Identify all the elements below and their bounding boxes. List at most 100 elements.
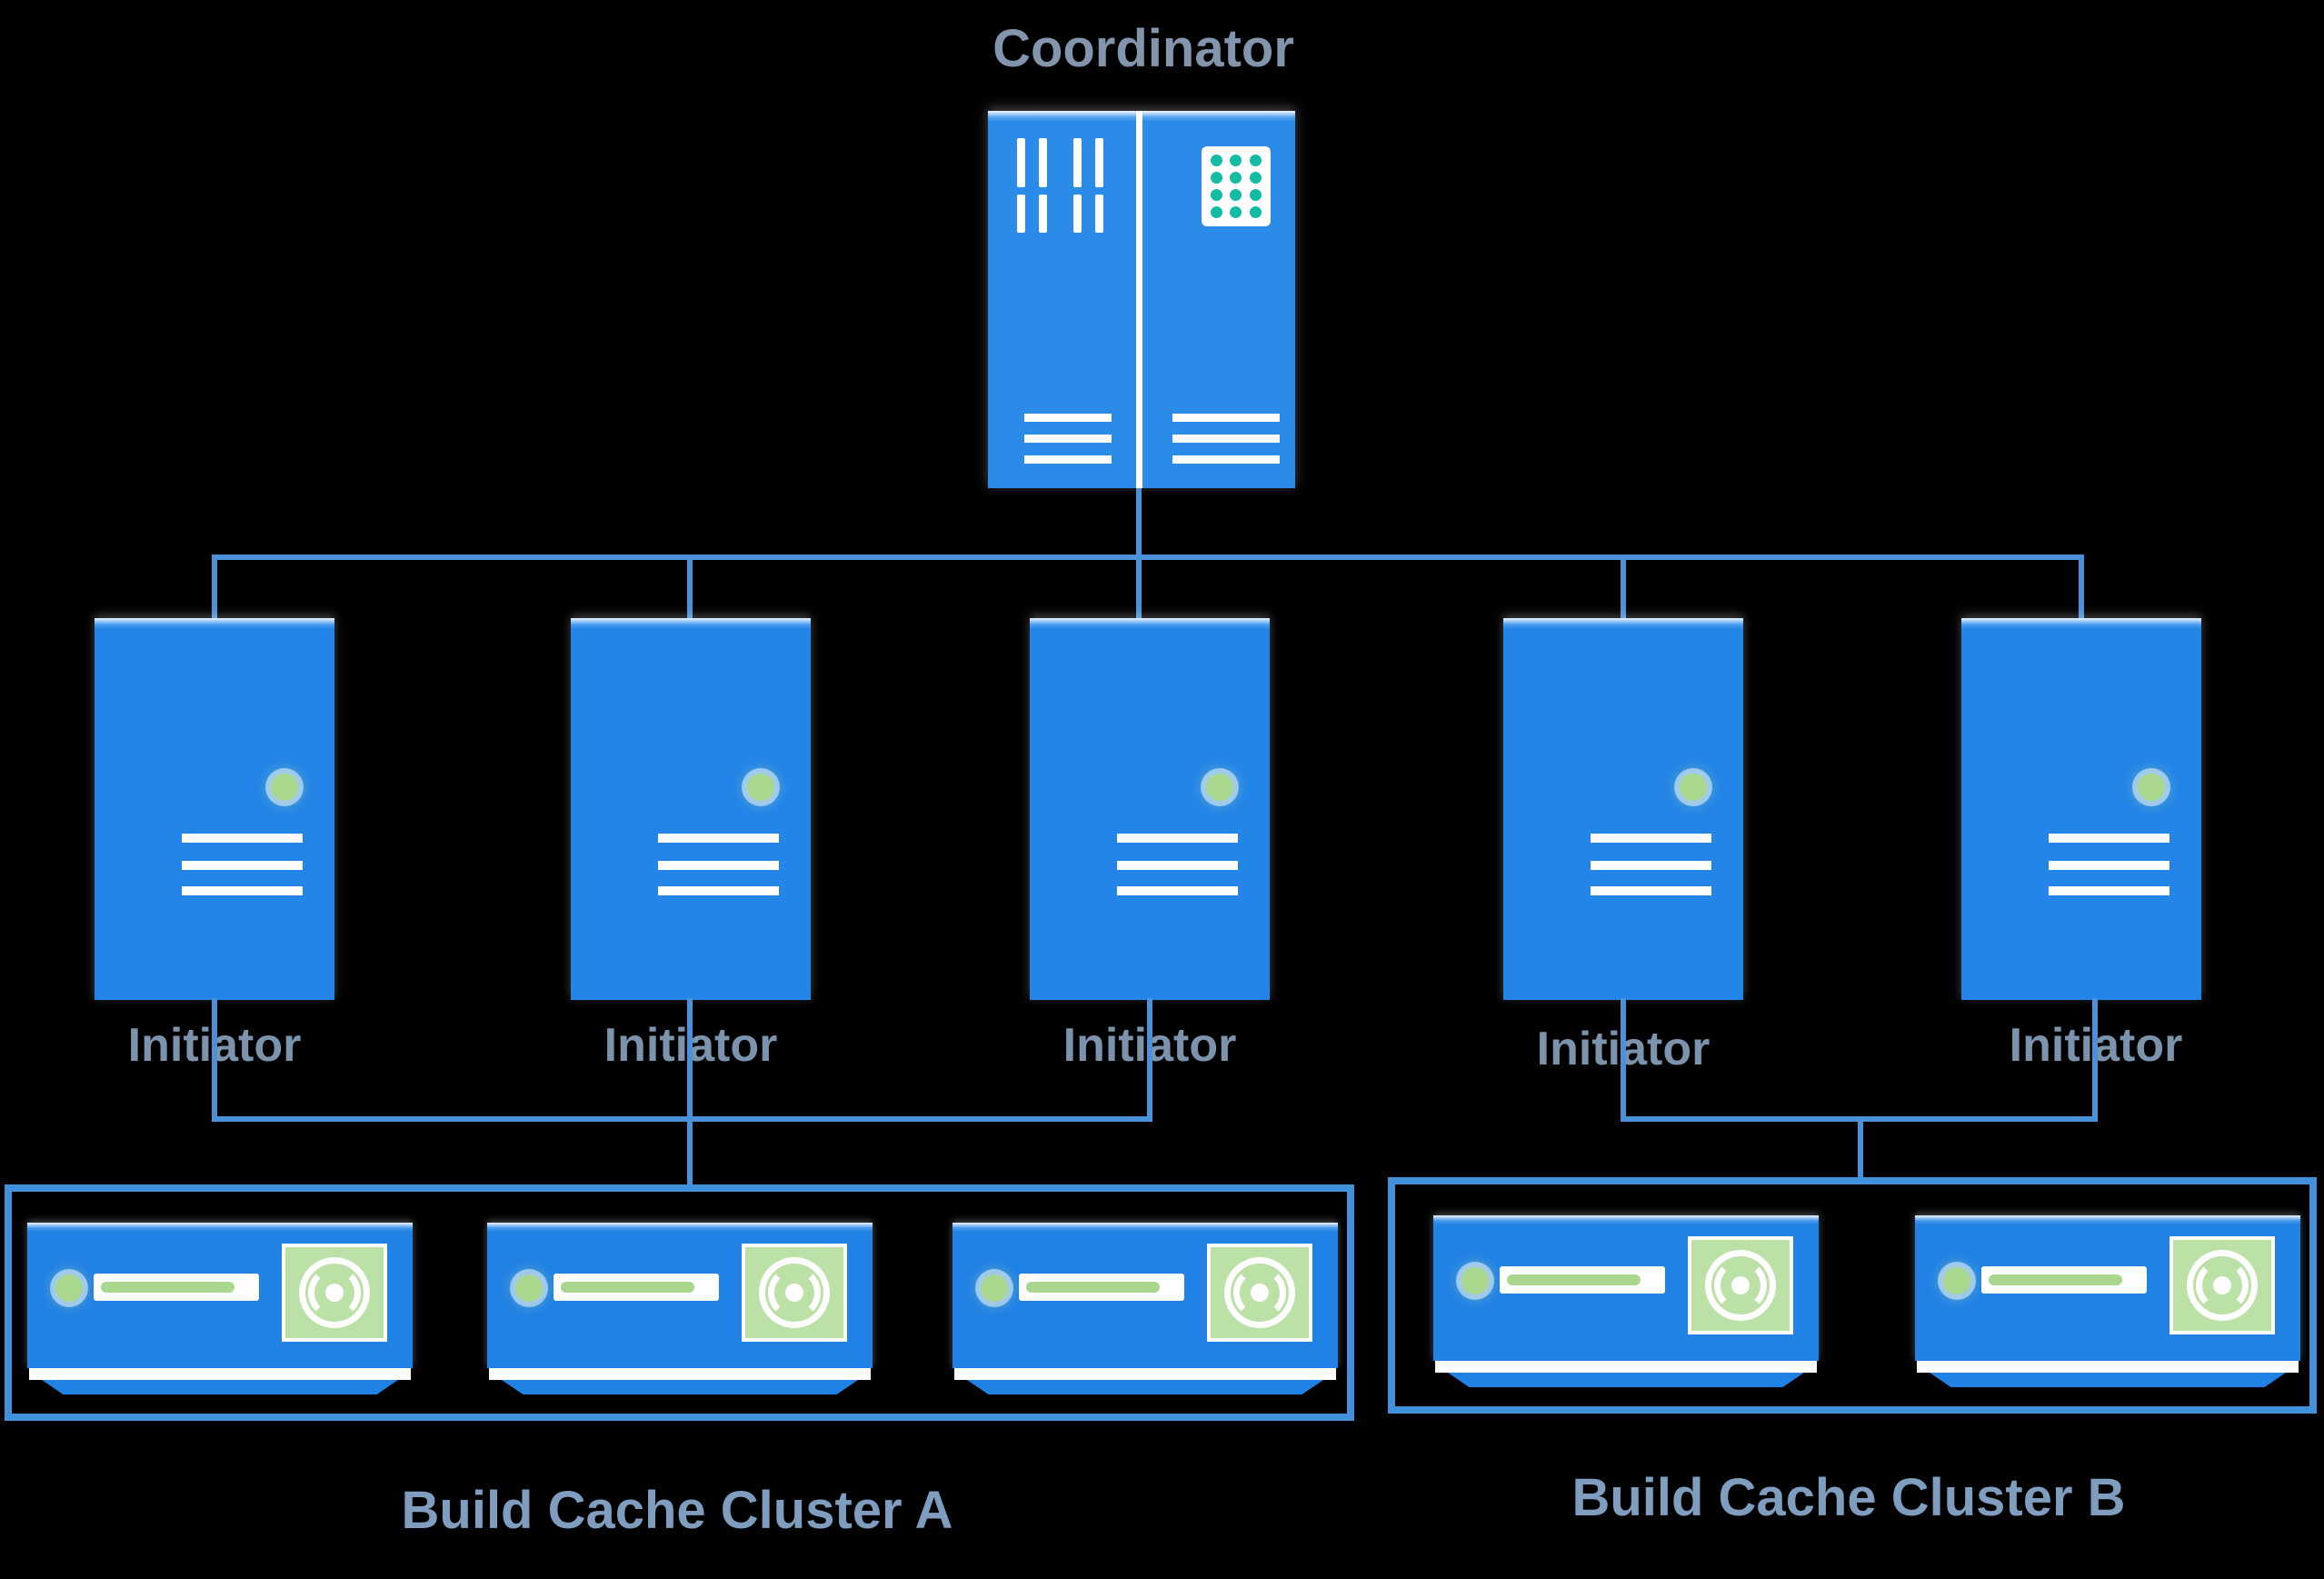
drive-slot-icon: [554, 1274, 719, 1301]
vent-line: [1117, 834, 1238, 843]
disc-arc: [1233, 1266, 1286, 1319]
cluster-b-box: [1388, 1177, 2317, 1414]
vent-line: [1024, 455, 1112, 464]
power-led-icon: [1461, 1267, 1489, 1294]
power-led-icon: [747, 774, 774, 801]
device-body: [953, 1223, 1338, 1368]
connector-cluster-a-bus: [212, 1116, 1152, 1122]
power-led-icon: [271, 774, 298, 801]
vent-line: [1172, 414, 1280, 422]
vent-line: [182, 834, 303, 843]
panel-dot: [1249, 189, 1262, 201]
disc-center: [1731, 1276, 1750, 1294]
device-body: [487, 1223, 873, 1368]
disc-center: [2213, 1276, 2231, 1294]
vent-slit-icon: [1017, 195, 1025, 233]
connector-cluster-b-drop: [1858, 1116, 1863, 1181]
vent-slit-icon: [1095, 195, 1103, 233]
panel-dot: [1249, 155, 1262, 166]
initiator-server-icon: [95, 618, 334, 1000]
dot-matrix-panel-icon: [1202, 146, 1271, 226]
panel-dot: [1211, 155, 1223, 166]
connector-initiator2-top: [687, 555, 693, 624]
cache-device-icon: [953, 1223, 1338, 1398]
vent-slit-icon: [1095, 138, 1103, 187]
coordinator-label: Coordinator: [992, 19, 1294, 78]
disc-icon: [2169, 1236, 2275, 1334]
drive-slot-icon: [1500, 1266, 1665, 1294]
disc-center: [785, 1284, 803, 1302]
cache-device-icon: [27, 1223, 413, 1398]
panel-dot: [1211, 189, 1223, 201]
power-led-icon: [1680, 774, 1707, 801]
device-body: [27, 1223, 413, 1368]
panel-dot: [1230, 155, 1242, 166]
disc-icon: [1688, 1236, 1793, 1334]
panel-dot: [1230, 189, 1242, 201]
panel-dot: [1230, 206, 1242, 218]
vent-line: [1591, 861, 1711, 870]
power-led-icon: [1206, 774, 1233, 801]
power-led-icon: [981, 1274, 1008, 1302]
power-led-icon: [55, 1274, 83, 1302]
power-led-icon: [1943, 1267, 1970, 1294]
device-stand: [1435, 1361, 1817, 1391]
device-stand: [489, 1368, 871, 1398]
vent-line: [1591, 886, 1711, 895]
panel-dot: [1211, 172, 1223, 184]
disc-arc: [768, 1266, 821, 1319]
device-stand: [954, 1368, 1336, 1398]
cluster-a-box: [5, 1184, 1354, 1421]
connector-initiator5-top: [2079, 555, 2084, 624]
vent-line: [658, 861, 779, 870]
vent-line: [182, 886, 303, 895]
vent-line: [658, 886, 779, 895]
vent-line: [2049, 834, 2169, 843]
cache-device-icon: [1915, 1215, 2300, 1391]
vent-slit-icon: [1039, 195, 1047, 233]
vent-line: [658, 834, 779, 843]
disc-arc: [2196, 1259, 2249, 1312]
drive-slot-icon: [1019, 1274, 1184, 1301]
vent-line: [1591, 834, 1711, 843]
panel-dot: [1249, 206, 1262, 218]
device-stand: [29, 1368, 411, 1398]
rack-tower-left-icon: [988, 111, 1136, 488]
connector-top-bus: [212, 555, 2084, 560]
device-body: [1433, 1215, 1819, 1361]
connector-initiator2-bottom: [687, 998, 693, 1188]
disc-arc: [1714, 1259, 1767, 1312]
vent-line: [1117, 861, 1238, 870]
disc-center: [325, 1284, 344, 1302]
vent-line: [2049, 861, 2169, 870]
initiator-server-icon: [1030, 618, 1270, 1000]
rack-tower-right-icon: [1142, 111, 1295, 488]
vent-slit-icon: [1017, 138, 1025, 187]
power-led-icon: [2138, 774, 2165, 801]
initiator-server-icon: [571, 618, 811, 1000]
initiator-server-icon: [1503, 618, 1743, 1000]
vent-line: [2049, 886, 2169, 895]
disc-ring: [1224, 1257, 1295, 1328]
cache-device-icon: [1433, 1215, 1819, 1391]
disc-ring: [759, 1257, 830, 1328]
vent-line: [182, 861, 303, 870]
cache-device-icon: [487, 1223, 873, 1398]
vent-slit-icon: [1073, 195, 1082, 233]
panel-dot: [1249, 172, 1262, 184]
panel-dot: [1230, 172, 1242, 184]
device-stand: [1917, 1361, 2299, 1391]
vent-line: [1172, 455, 1280, 464]
panel-dot: [1211, 206, 1223, 218]
vent-slit-icon: [1073, 138, 1082, 187]
vent-slit-icon: [1039, 138, 1047, 187]
disc-ring: [2187, 1250, 2258, 1321]
vent-line: [1024, 435, 1112, 443]
drive-slot-icon: [1981, 1266, 2147, 1294]
vent-line: [1172, 435, 1280, 443]
disc-center: [1251, 1284, 1269, 1302]
disc-icon: [1207, 1244, 1312, 1342]
cluster-b-label: Build Cache Cluster B: [1571, 1468, 2126, 1527]
initiator-server-icon: [1961, 618, 2201, 1000]
connector-initiator4-bottom: [1621, 998, 1626, 1122]
